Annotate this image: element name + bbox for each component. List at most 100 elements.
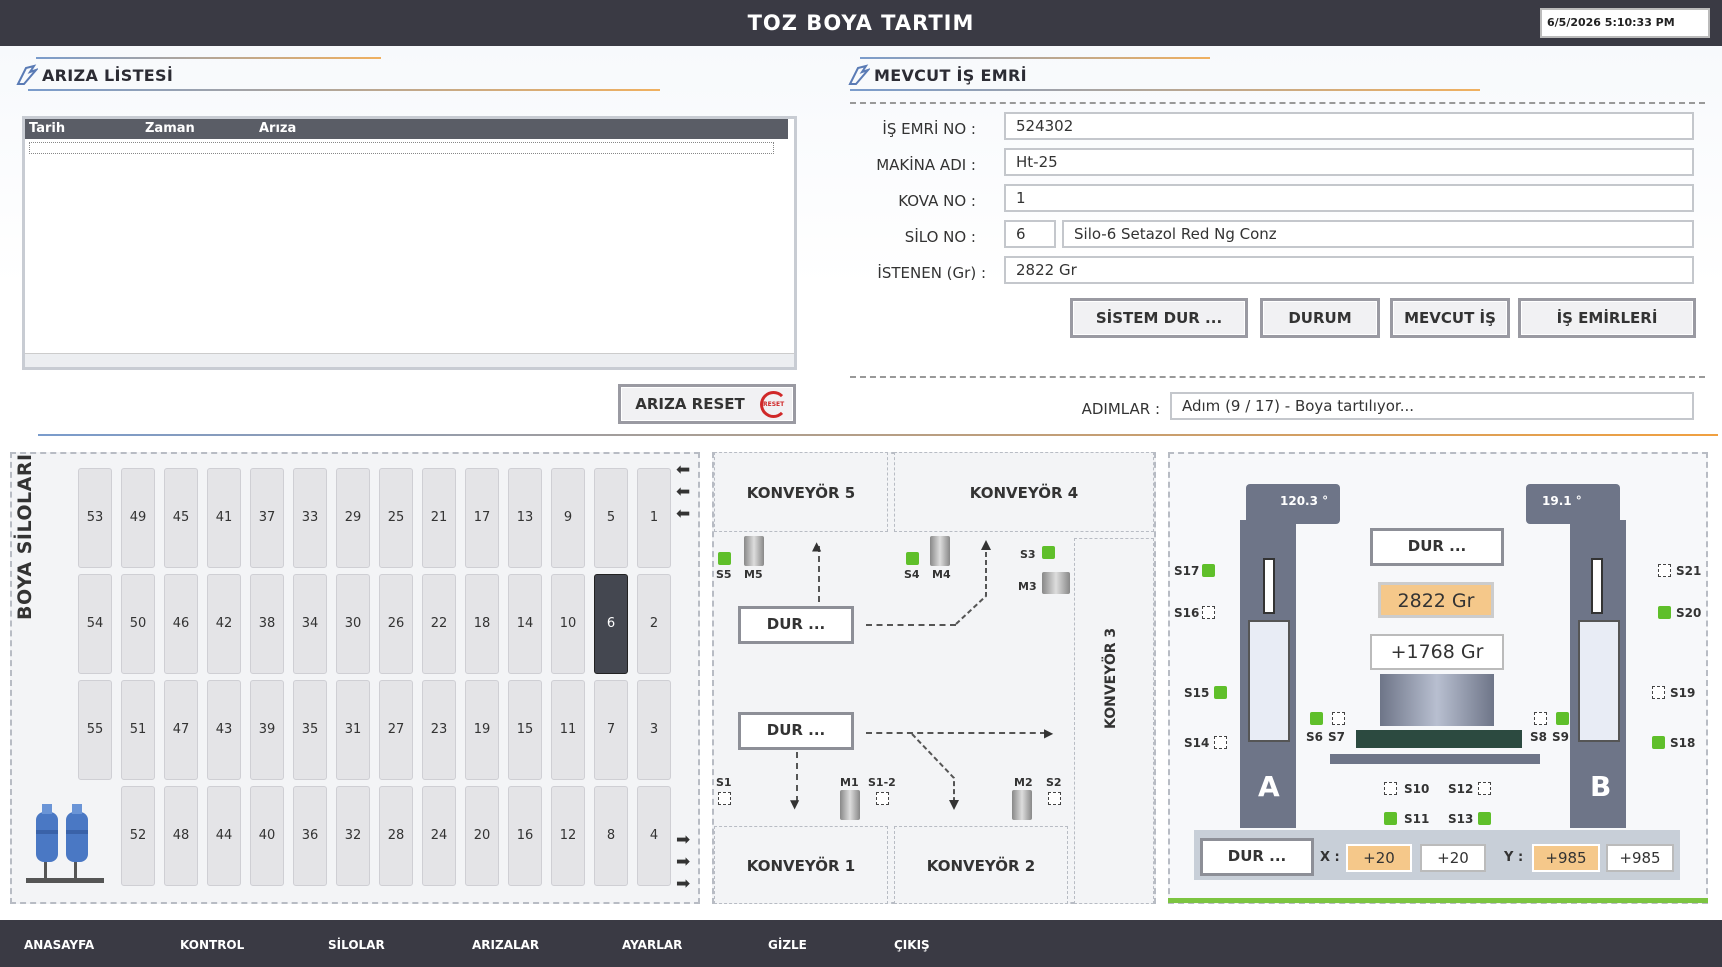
nav-control[interactable]: KONTROL bbox=[180, 938, 245, 952]
silo-21[interactable]: 21 bbox=[422, 468, 456, 568]
silo-24[interactable]: 24 bbox=[422, 786, 456, 886]
silo-18[interactable]: 18 bbox=[465, 574, 499, 674]
silo-47[interactable]: 47 bbox=[164, 680, 198, 780]
silo-15[interactable]: 15 bbox=[508, 680, 542, 780]
silo-44[interactable]: 44 bbox=[207, 786, 241, 886]
conveyor-2[interactable]: KONVEYÖR 2 bbox=[894, 826, 1068, 904]
silo-37[interactable]: 37 bbox=[250, 468, 284, 568]
silo-12[interactable]: 12 bbox=[551, 786, 585, 886]
silo-53[interactable]: 53 bbox=[78, 468, 112, 568]
silo-6[interactable]: 6 bbox=[594, 574, 628, 674]
col-fault[interactable]: Arıza bbox=[259, 121, 297, 136]
sensor-s12-indicator bbox=[1478, 782, 1491, 795]
silo-14[interactable]: 14 bbox=[508, 574, 542, 674]
silo-label: SİLO NO : bbox=[904, 228, 976, 246]
conveyor-dur-top-button[interactable]: DUR ... bbox=[738, 606, 854, 644]
silo-33[interactable]: 33 bbox=[293, 468, 327, 568]
silo-45[interactable]: 45 bbox=[164, 468, 198, 568]
x-setpoint[interactable]: +20 bbox=[1346, 844, 1412, 872]
silo-31[interactable]: 31 bbox=[336, 680, 370, 780]
silo-40[interactable]: 40 bbox=[250, 786, 284, 886]
silo-17[interactable]: 17 bbox=[465, 468, 499, 568]
silo-32[interactable]: 32 bbox=[336, 786, 370, 886]
silo-7[interactable]: 7 bbox=[594, 680, 628, 780]
silo-4[interactable]: 4 bbox=[637, 786, 671, 886]
silo-25[interactable]: 25 bbox=[379, 468, 413, 568]
silo-48[interactable]: 48 bbox=[164, 786, 198, 886]
fault-reset-button[interactable]: ARIZA RESET RESET bbox=[618, 384, 796, 424]
silo-1[interactable]: 1 bbox=[637, 468, 671, 568]
silo-35[interactable]: 35 bbox=[293, 680, 327, 780]
silo-34[interactable]: 34 bbox=[293, 574, 327, 674]
fault-table[interactable]: Tarih Zaman Arıza bbox=[22, 116, 797, 370]
nav-silos[interactable]: SİLOLAR bbox=[328, 938, 385, 952]
silo-20[interactable]: 20 bbox=[465, 786, 499, 886]
conveyor-4[interactable]: KONVEYÖR 4 bbox=[894, 452, 1154, 532]
arrow-left-icon: ⬅ bbox=[676, 460, 691, 480]
nav-faults[interactable]: ARIZALAR bbox=[472, 938, 540, 952]
silo-29[interactable]: 29 bbox=[336, 468, 370, 568]
silo-39[interactable]: 39 bbox=[250, 680, 284, 780]
conveyor-5[interactable]: KONVEYÖR 5 bbox=[714, 452, 888, 532]
silo-13[interactable]: 13 bbox=[508, 468, 542, 568]
scale-dur-top-button[interactable]: DUR ... bbox=[1370, 528, 1504, 566]
current-job-button[interactable]: MEVCUT İŞ bbox=[1390, 298, 1510, 338]
silo-36[interactable]: 36 bbox=[293, 786, 327, 886]
sensor-s5-indicator bbox=[718, 552, 731, 565]
silo-9[interactable]: 9 bbox=[551, 468, 585, 568]
silo-52[interactable]: 52 bbox=[121, 786, 155, 886]
arrow-down-icon: ▼ bbox=[790, 797, 800, 811]
y-setpoint[interactable]: +985 bbox=[1532, 844, 1600, 872]
requested-field[interactable]: 2822 Gr bbox=[1004, 256, 1694, 284]
work-orders-button[interactable]: İŞ EMİRLERİ bbox=[1518, 298, 1696, 338]
silo-55[interactable]: 55 bbox=[78, 680, 112, 780]
fault-row-empty[interactable] bbox=[29, 142, 774, 154]
horizontal-scrollbar[interactable] bbox=[25, 353, 794, 367]
nav-hide[interactable]: GİZLE bbox=[768, 938, 807, 952]
silo-10[interactable]: 10 bbox=[551, 574, 585, 674]
silo-28[interactable]: 28 bbox=[379, 786, 413, 886]
silo-27[interactable]: 27 bbox=[379, 680, 413, 780]
system-stop-button[interactable]: SİSTEM DUR ... bbox=[1070, 298, 1248, 338]
conveyor-1[interactable]: KONVEYÖR 1 bbox=[714, 826, 888, 904]
bucket-field[interactable]: 1 bbox=[1004, 184, 1694, 212]
silo-5[interactable]: 5 bbox=[594, 468, 628, 568]
silo-8[interactable]: 8 bbox=[594, 786, 628, 886]
silo-22[interactable]: 22 bbox=[422, 574, 456, 674]
silo-43[interactable]: 43 bbox=[207, 680, 241, 780]
motor-m3-icon bbox=[1042, 572, 1070, 594]
silo-23[interactable]: 23 bbox=[422, 680, 456, 780]
machine-field[interactable]: Ht-25 bbox=[1004, 148, 1694, 176]
silo-11[interactable]: 11 bbox=[551, 680, 585, 780]
silo-46[interactable]: 46 bbox=[164, 574, 198, 674]
silo-19[interactable]: 19 bbox=[465, 680, 499, 780]
arrow-right-icon: ➡ bbox=[676, 830, 691, 850]
nav-settings[interactable]: AYARLAR bbox=[622, 938, 683, 952]
silo-41[interactable]: 41 bbox=[207, 468, 241, 568]
silo-2[interactable]: 2 bbox=[637, 574, 671, 674]
silo-30[interactable]: 30 bbox=[336, 574, 370, 674]
silo-no-field[interactable]: 6 bbox=[1004, 220, 1056, 248]
col-time[interactable]: Zaman bbox=[145, 121, 195, 136]
order-no-field[interactable]: 524302 bbox=[1004, 112, 1694, 140]
nav-home[interactable]: ANASAYFA bbox=[24, 938, 95, 952]
silo-name-field[interactable]: Silo-6 Setazol Red Ng Conz bbox=[1062, 220, 1694, 248]
conveyor-dur-bottom-button[interactable]: DUR ... bbox=[738, 712, 854, 750]
silo-49[interactable]: 49 bbox=[121, 468, 155, 568]
silo-42[interactable]: 42 bbox=[207, 574, 241, 674]
fault-reset-label: ARIZA RESET bbox=[635, 395, 745, 413]
status-button[interactable]: DURUM bbox=[1260, 298, 1380, 338]
scale-dur-bottom-button[interactable]: DUR ... bbox=[1200, 838, 1314, 876]
silo-54[interactable]: 54 bbox=[78, 574, 112, 674]
silo-50[interactable]: 50 bbox=[121, 574, 155, 674]
silo-26[interactable]: 26 bbox=[379, 574, 413, 674]
silo-16[interactable]: 16 bbox=[508, 786, 542, 886]
col-date[interactable]: Tarih bbox=[29, 121, 66, 136]
silo-38[interactable]: 38 bbox=[250, 574, 284, 674]
silo-3[interactable]: 3 bbox=[637, 680, 671, 780]
flow-line bbox=[796, 752, 798, 802]
divider bbox=[860, 57, 1210, 59]
nav-exit[interactable]: ÇIKIŞ bbox=[894, 938, 930, 952]
conveyor-3[interactable]: KONVEYÖR 3 bbox=[1074, 538, 1154, 904]
silo-51[interactable]: 51 bbox=[121, 680, 155, 780]
